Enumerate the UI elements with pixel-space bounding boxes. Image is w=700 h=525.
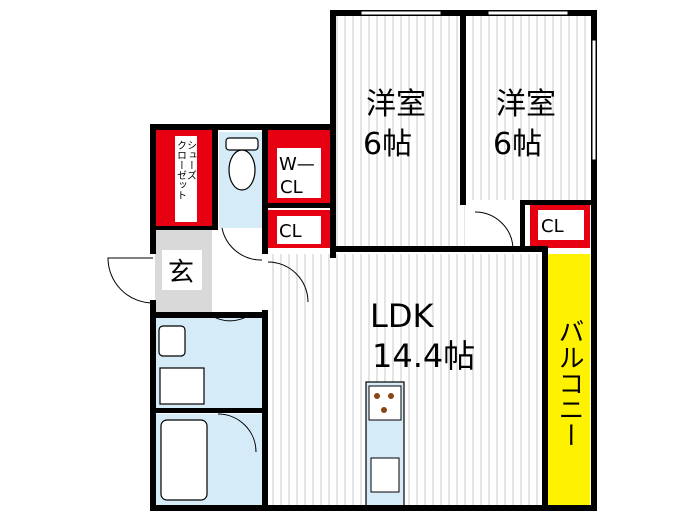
stove <box>368 385 402 421</box>
entrance-label: 玄 <box>168 258 194 288</box>
balcony <box>548 254 590 506</box>
walk-in-closet-label-2: CL <box>280 177 303 198</box>
toilet-bowl <box>228 149 256 191</box>
western-room-2-floor <box>465 14 593 200</box>
western-room-2-size: 6帖 <box>493 127 542 162</box>
washer-space <box>159 367 205 405</box>
toilet-tank <box>225 137 259 151</box>
ldk-floor <box>268 254 546 506</box>
ldk-name: LDK <box>370 297 434 335</box>
burner <box>388 393 394 399</box>
kitchen-sink <box>370 457 400 493</box>
closet-western-label-box <box>538 210 584 240</box>
balcony-label: バルコニー <box>554 318 584 448</box>
walls <box>150 10 597 511</box>
bathtub <box>160 419 208 501</box>
western-room-2-name: 洋室 <box>496 87 556 122</box>
entrance-label-box <box>162 250 202 290</box>
ldk-size: 14.4帖 <box>372 337 475 375</box>
shoe-closet-label-box <box>175 136 197 222</box>
walk-in-closet-label-box <box>277 148 321 198</box>
closet-hall-label: CL <box>279 221 302 242</box>
shoe-closet-label-1: シューズ <box>185 140 197 180</box>
western-room-1-name: 洋室 <box>366 87 426 122</box>
walk-in-closet-label-1: W— <box>279 154 315 175</box>
burner <box>381 407 387 413</box>
shoe-closet-label-2: クローゼット <box>175 140 187 200</box>
sink <box>158 325 186 357</box>
closet-western-label: CL <box>541 216 564 237</box>
closet-hall-label-box <box>277 216 321 244</box>
burner <box>374 393 380 399</box>
windows <box>360 10 597 161</box>
western-room-1-size: 6帖 <box>363 127 412 162</box>
western-room-1-floor <box>335 14 465 250</box>
